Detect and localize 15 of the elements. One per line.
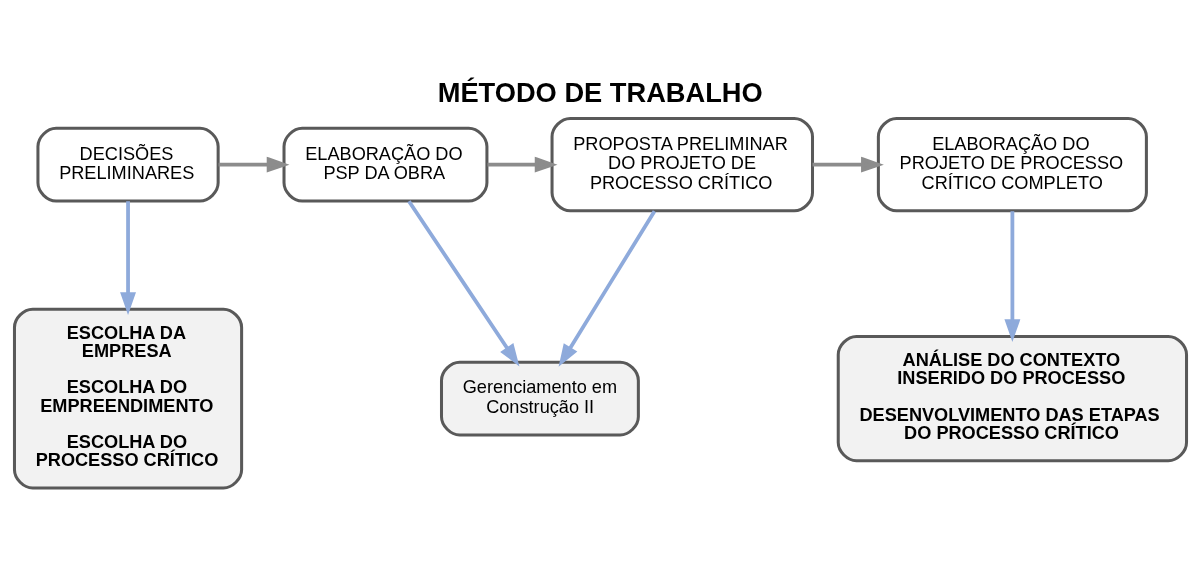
arrow: [120, 200, 136, 315]
arrow: [1004, 210, 1021, 342]
node-box: PROPOSTA PRELIMINAR DO PROJETO DE PROCESSO CRÍTICO: [550, 116, 814, 212]
arrow: [218, 156, 290, 173]
arrow: [407, 199, 520, 366]
node-box: ELABORAÇÃO DO PROJETO DE PROCESSO CRÍTICO COMPLETO: [876, 116, 1148, 212]
arrow: [558, 209, 657, 367]
node-box: ANÁLISE DO CONTEXTO INSERIDO DO PROCESSO DESENVOLVIMENTO DAS ETAPAS DO PROCESSO CRÍTICO: [836, 334, 1189, 462]
node-box: ELABORAÇÃO DO PSP DA OBRA: [282, 126, 489, 202]
node-box: ESCOLHA DA EMPRESA ESCOLHA DO EMPREENDIMENTO ESCOLHA DO PROCESSO CRÍTICO: [12, 307, 244, 489]
arrow: [487, 156, 558, 173]
node-box: Gerenciamento em Construção II: [440, 360, 640, 436]
diagram-title: MÉTODO DE TRABALHO: [437, 76, 763, 108]
arrow: [812, 156, 884, 173]
node-box: DECISÕES PRELIMINARES: [36, 126, 220, 202]
